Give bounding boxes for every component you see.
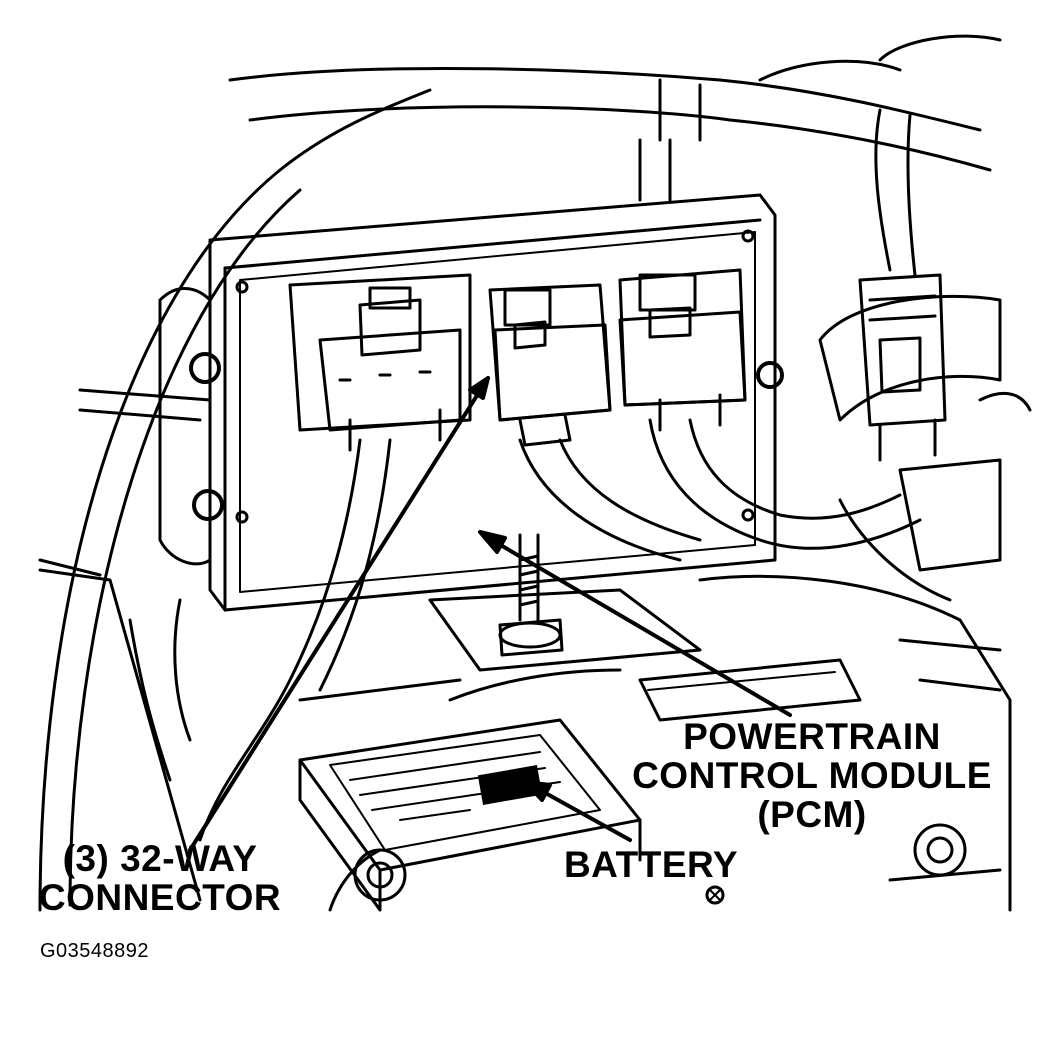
pcm-callout-line-1: POWERTRAIN — [683, 716, 941, 757]
pcm-housing — [78, 193, 784, 612]
upper-wiring-harness — [228, 34, 1002, 277]
rear-components — [298, 574, 1012, 912]
battery-arrowhead — [523, 780, 552, 802]
callout-arrows — [188, 376, 792, 852]
pcm-callout-line-3: (PCM) — [757, 793, 867, 835]
pcm-arrowhead — [478, 530, 507, 554]
pcm-callout-label: POWERTRAIN CONTROL MODULE (PCM) — [612, 716, 1012, 835]
mounting-stud — [428, 533, 702, 672]
battery-arrow-line — [538, 788, 632, 842]
pcm-arrow-line — [490, 538, 792, 717]
connector-arrowhead — [468, 376, 490, 400]
figure-id: G03548892 — [40, 940, 150, 962]
connector-callout-label: (3) 32-WAY CONNECTOR — [30, 838, 290, 918]
pcm-connectors — [288, 268, 747, 452]
right-side-components — [818, 273, 1032, 602]
battery-callout-label: BATTERY — [556, 844, 746, 885]
connector-1 — [288, 273, 472, 452]
battery-callout-line-1: BATTERY — [563, 844, 739, 885]
lower-wiring-harness — [128, 418, 922, 842]
connector-callout-line-2: CONNECTOR — [38, 876, 282, 918]
connector-callout-line-1: (3) 32-WAY — [62, 838, 258, 879]
connector-3 — [618, 268, 747, 432]
connector-2 — [488, 283, 612, 447]
connector-arrow-line — [188, 376, 490, 852]
pcm-callout-line-2: CONTROL MODULE — [632, 754, 992, 796]
battery-illustration — [298, 658, 1002, 912]
fender-outline — [38, 88, 432, 912]
